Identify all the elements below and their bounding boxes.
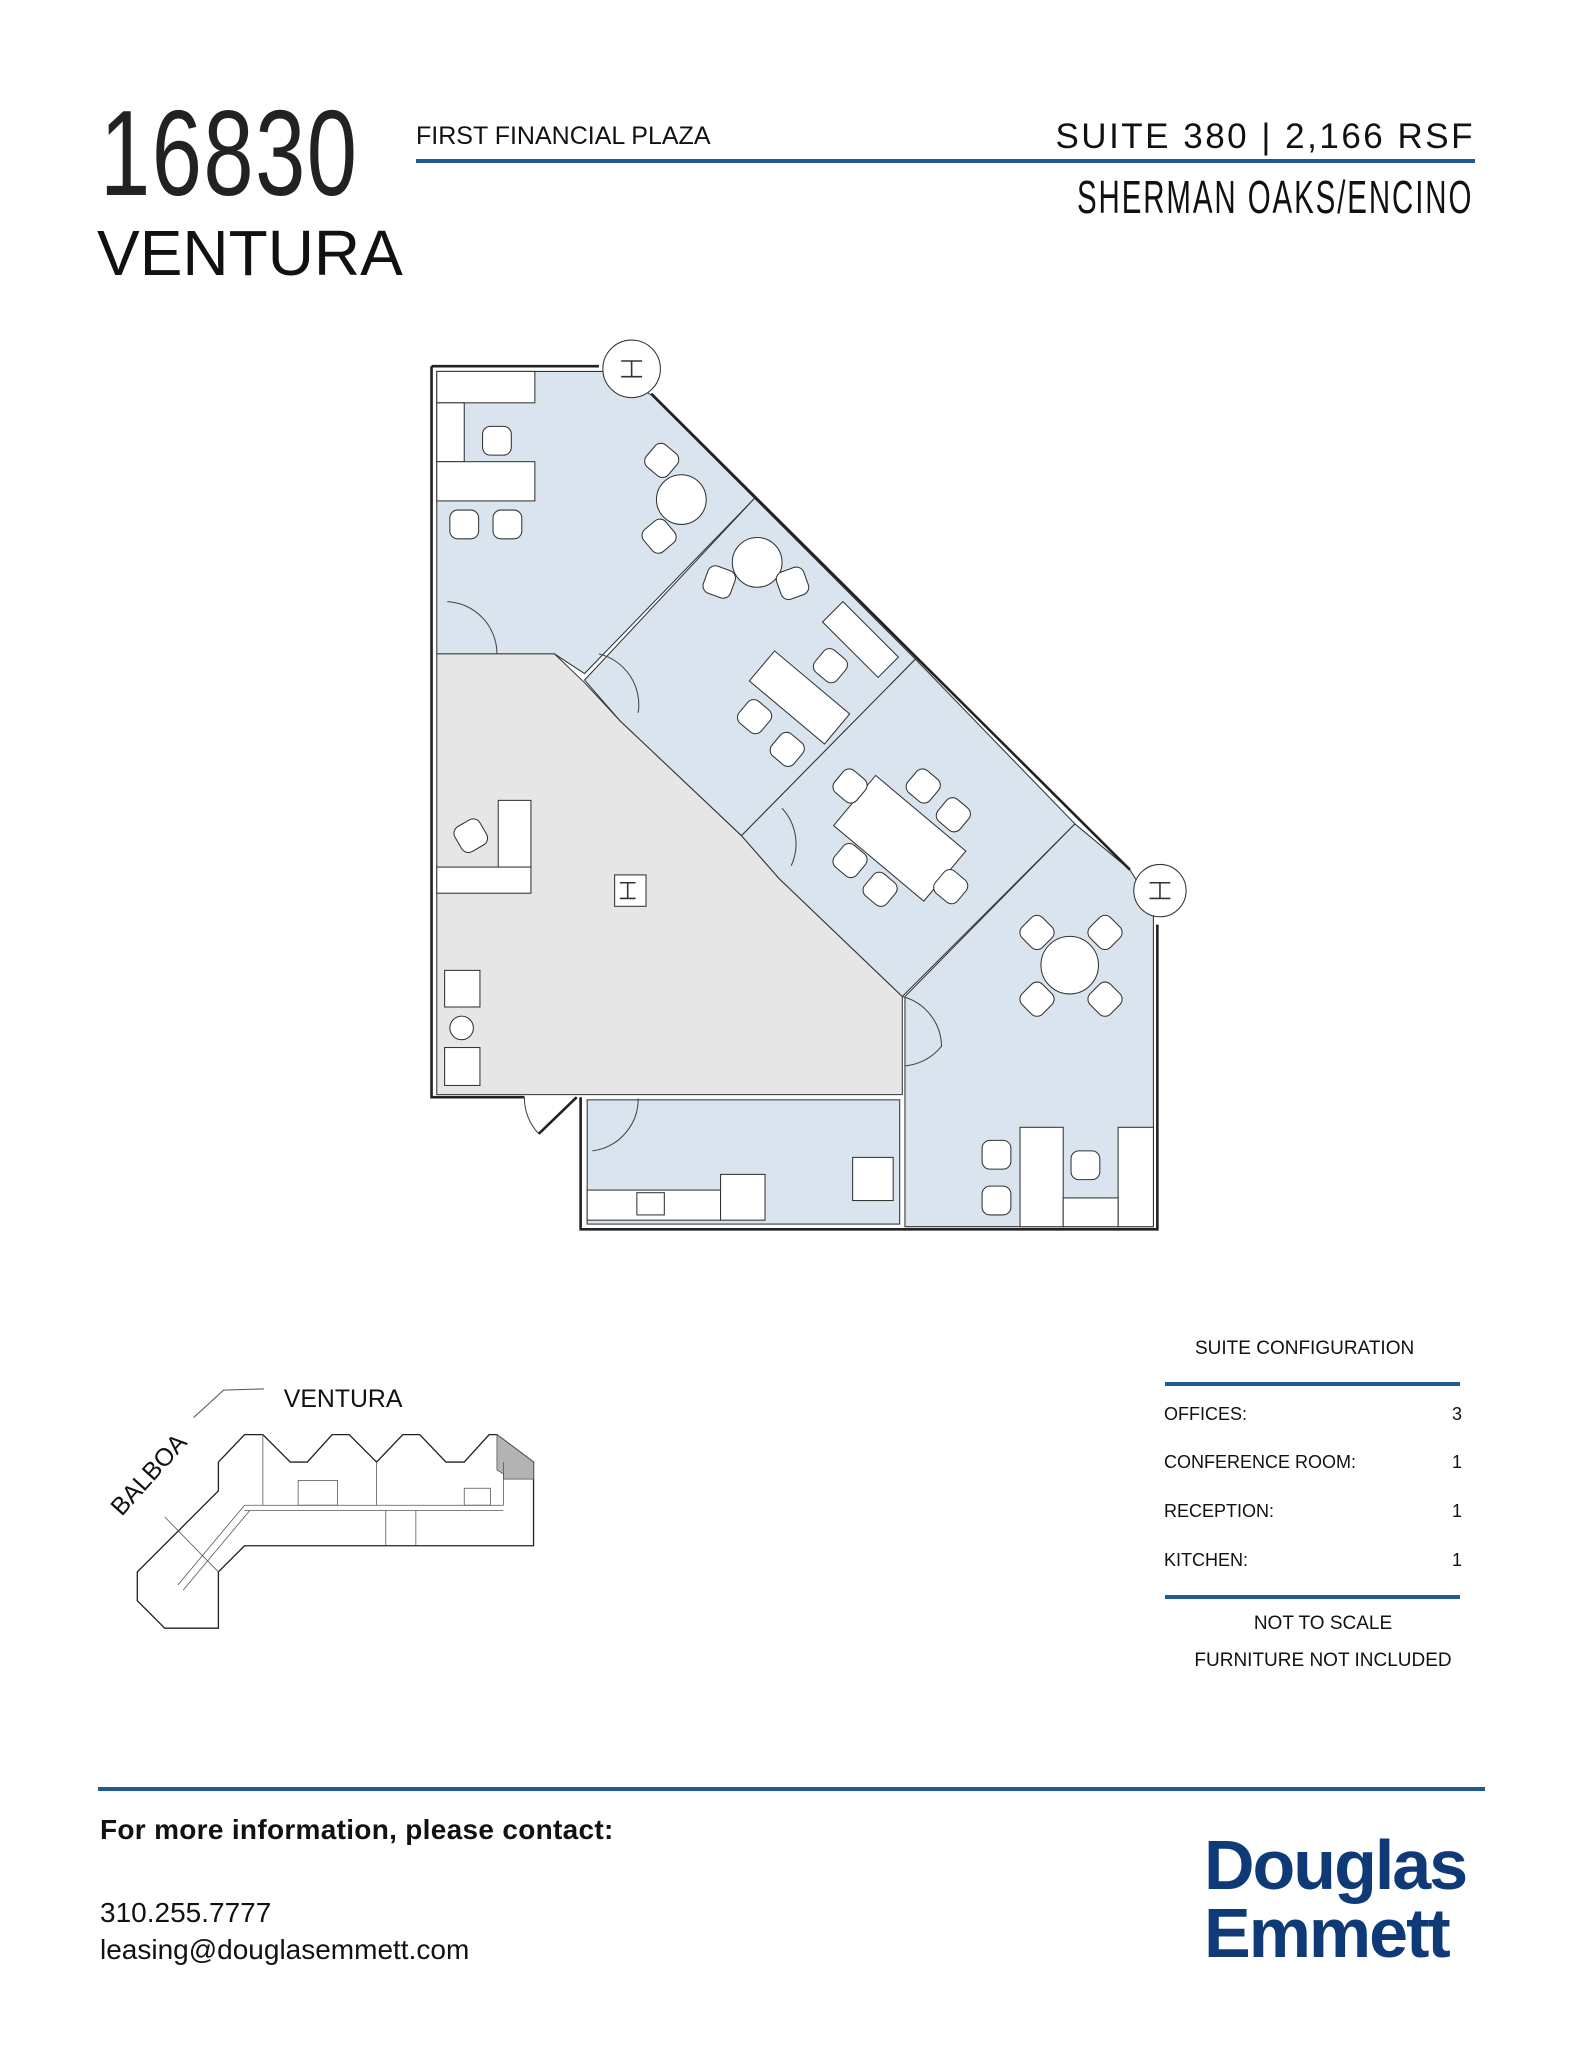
config-value: 1 xyxy=(1451,1501,1462,1521)
elevator-marker xyxy=(614,874,647,907)
chair xyxy=(981,1139,1012,1170)
street-leader-line xyxy=(193,1388,265,1419)
reception-desk xyxy=(497,799,532,868)
desk xyxy=(436,461,536,502)
lounge-chair xyxy=(444,969,481,1008)
lounge-chair xyxy=(444,1047,481,1086)
round-table xyxy=(655,474,707,525)
config-label: CONFERENCE ROOM: xyxy=(1164,1452,1357,1472)
suite-floor-plan xyxy=(430,339,1187,1231)
suite-configuration-title: SUITE CONFIGURATION xyxy=(1195,1338,1415,1359)
config-value: 1 xyxy=(1451,1550,1462,1570)
address-number: 16830 xyxy=(100,85,359,221)
chair xyxy=(449,509,480,540)
desk xyxy=(436,370,536,404)
chair xyxy=(1070,1150,1101,1181)
chair xyxy=(832,842,868,879)
round-table xyxy=(1040,935,1100,995)
logo-line-1: Douglas xyxy=(1204,1826,1468,1904)
building-name: FIRST FINANCIAL PLAZA xyxy=(416,122,711,150)
chair xyxy=(1019,914,1055,951)
credenza xyxy=(821,600,900,679)
key-plan: VENTURA BALBOA xyxy=(106,1386,535,1629)
config-row-kitchen: KITCHEN: 1 xyxy=(1164,1549,1462,1571)
desk xyxy=(1062,1197,1119,1228)
desk xyxy=(1117,1126,1154,1228)
logo-line-2: Emmett xyxy=(1204,1894,1451,1972)
contact-phone[interactable]: 310.255.7777 xyxy=(100,1897,272,1928)
config-label: RECEPTION: xyxy=(1164,1501,1275,1521)
chair xyxy=(1087,981,1123,1017)
desk xyxy=(748,650,851,745)
chair xyxy=(862,871,898,907)
footer-rule xyxy=(98,1787,1485,1791)
keyplan-street-ventura: VENTURA xyxy=(284,1386,403,1413)
street-name: VENTURA xyxy=(97,217,403,289)
chair xyxy=(935,797,971,833)
side-table xyxy=(449,1015,474,1041)
chair xyxy=(492,509,523,540)
chair xyxy=(644,442,680,478)
note-furniture: FURNITURE NOT INCLUDED xyxy=(1194,1650,1452,1671)
contact-heading: For more information, please contact: xyxy=(100,1814,614,1845)
chair xyxy=(933,869,969,905)
chair xyxy=(482,425,512,456)
desk xyxy=(1019,1126,1064,1228)
suite-highlight xyxy=(496,1433,534,1480)
config-rule-bottom xyxy=(1165,1595,1460,1599)
credenza xyxy=(436,402,465,463)
sink xyxy=(636,1192,665,1216)
config-value: 3 xyxy=(1451,1404,1462,1424)
config-label: OFFICES: xyxy=(1164,1404,1248,1424)
contact-email[interactable]: leasing@douglasemmett.com xyxy=(100,1934,470,1965)
chair xyxy=(769,731,805,767)
copier xyxy=(852,1156,894,1202)
chair xyxy=(832,768,868,804)
config-row-conference-room: CONFERENCE ROOM: 1 xyxy=(1164,1451,1462,1473)
config-label: KITCHEN: xyxy=(1164,1550,1249,1570)
keyplan-street-balboa: BALBOA xyxy=(106,1429,193,1521)
submarket: SHERMAN OAKS/ENCINO xyxy=(1076,171,1473,223)
chair xyxy=(981,1185,1012,1216)
config-value: 1 xyxy=(1451,1452,1462,1472)
building-outline xyxy=(136,1433,535,1629)
config-row-offices: OFFICES: 3 xyxy=(1164,1403,1462,1425)
header-rule xyxy=(416,159,1475,163)
reception-desk xyxy=(436,866,532,894)
chair xyxy=(905,768,941,804)
note-not-to-scale: NOT TO SCALE xyxy=(1253,1613,1393,1634)
chair xyxy=(775,566,810,601)
round-table xyxy=(731,537,783,588)
office-2 xyxy=(583,497,917,837)
suite-info: SUITE 380 | 2,166 RSF xyxy=(1055,117,1475,156)
chair xyxy=(641,518,677,554)
config-rule-top xyxy=(1165,1382,1460,1386)
chair xyxy=(702,565,736,599)
chair xyxy=(1019,981,1055,1017)
chair xyxy=(453,818,489,853)
chair xyxy=(736,699,773,735)
chair xyxy=(1087,914,1123,951)
refrigerator xyxy=(720,1173,766,1221)
config-row-reception: RECEPTION: 1 xyxy=(1164,1500,1462,1522)
chair xyxy=(812,648,848,684)
